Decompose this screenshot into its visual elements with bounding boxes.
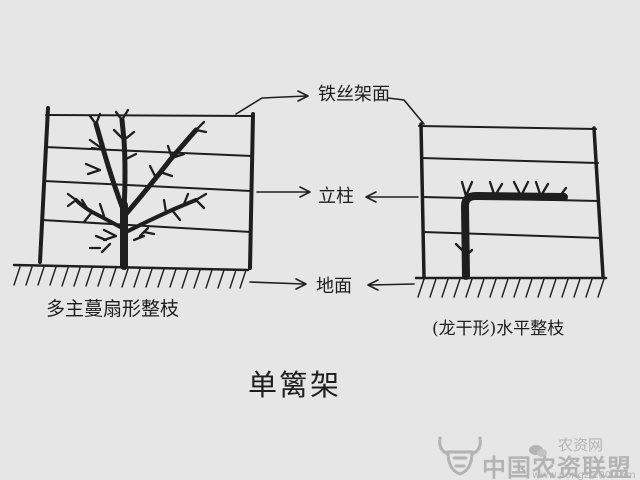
ground-label: 地面	[316, 276, 352, 297]
watermark: 农资网 中国农资联盟 www.nongzi100.com	[436, 432, 636, 480]
watermark-logo-text: 中国农资联盟	[482, 454, 632, 480]
right-caption: (龙干形)水平整枝	[432, 319, 565, 339]
cordon-shoots	[454, 180, 568, 258]
right-wire-1	[418, 125, 597, 130]
right-wire-2	[420, 157, 599, 164]
left-caption: 多主蔓扇形整枝	[46, 298, 180, 320]
wire-pointer-left	[235, 95, 307, 115]
fan-vine	[66, 108, 208, 270]
cordon-trunk	[461, 192, 568, 280]
cordon-vine	[454, 180, 568, 280]
watermark-url: www.nongzi100.com	[532, 470, 636, 480]
diagram-title: 单篱架	[248, 368, 342, 402]
right-post-2	[592, 126, 605, 278]
wire-pointer-right	[387, 97, 425, 125]
left-wire-1	[45, 114, 254, 117]
right-post-1	[419, 122, 426, 280]
right-wire-4	[422, 231, 602, 239]
watermark-name: 农资网	[558, 436, 604, 454]
fan-shoots	[66, 108, 208, 254]
ground-pointer-left-head	[295, 278, 307, 290]
left-wire-4	[41, 219, 252, 233]
wire-label: 铁丝架面	[318, 84, 390, 105]
left-post-1	[38, 106, 50, 264]
left-ground-hatch	[13, 266, 247, 289]
label-pointers	[235, 90, 425, 291]
right-trellis	[414, 122, 608, 298]
ground-pointer-left	[249, 281, 305, 285]
ground-pointer-right	[369, 283, 415, 286]
left-wire-2	[44, 146, 253, 157]
ox-head-icon	[438, 436, 482, 476]
post-label: 立柱	[318, 186, 354, 207]
right-ground-hatch	[417, 278, 605, 298]
left-ground-line	[12, 263, 250, 272]
fan-limb-left	[93, 121, 127, 215]
ground-pointer-right-head	[367, 279, 379, 291]
wire-pointer-left-head	[297, 90, 309, 102]
post-pointer-left-head	[299, 186, 311, 198]
chat-bubble-icon	[529, 445, 547, 457]
post-pointer-right-head	[365, 191, 377, 203]
